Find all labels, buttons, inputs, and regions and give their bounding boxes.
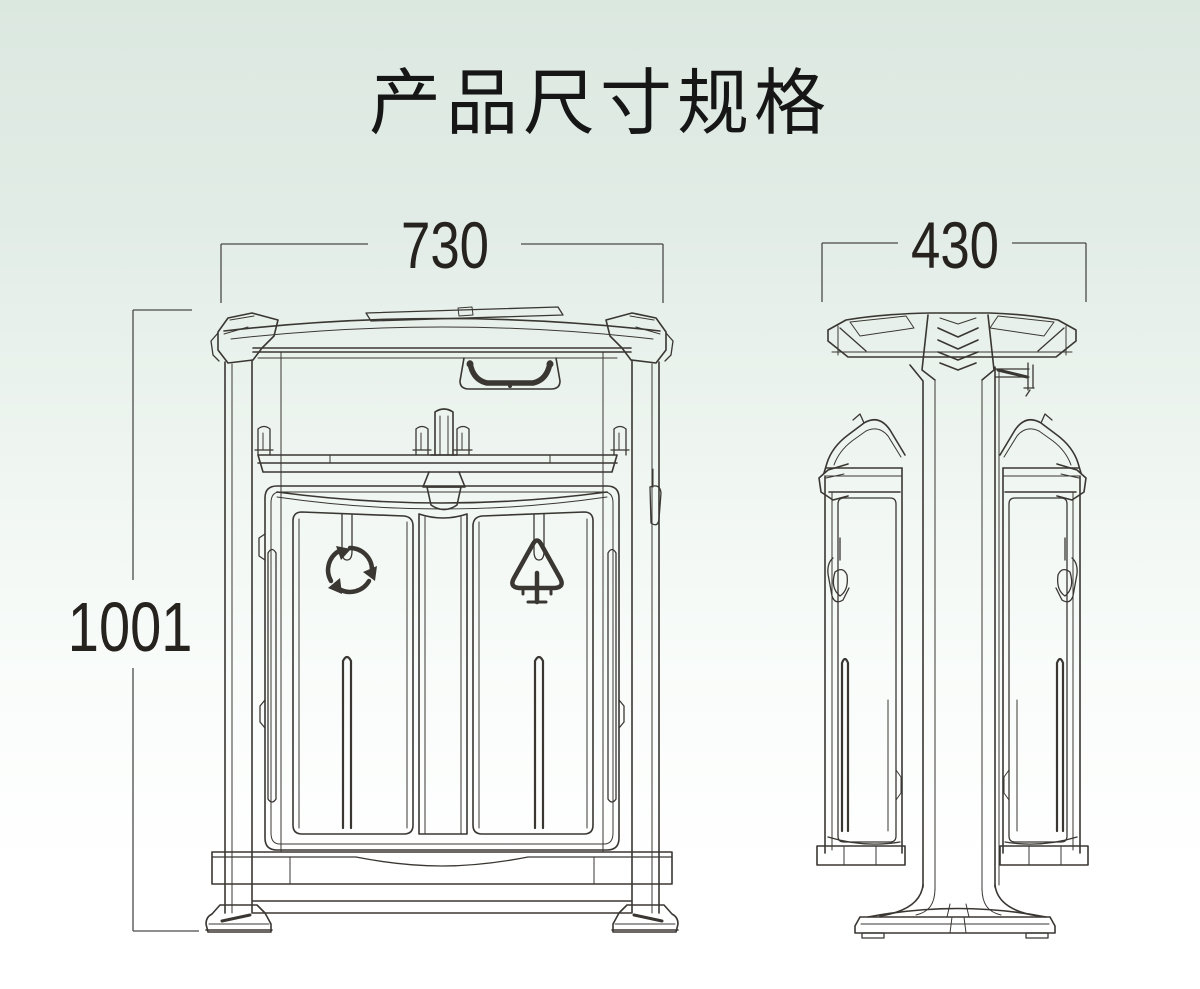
lid-handle	[459, 357, 561, 390]
dimension-430-line	[821, 242, 1087, 302]
door-right	[472, 511, 594, 835]
lid	[210, 306, 674, 364]
front-width-dimension-label: 730	[400, 208, 490, 282]
center-strip	[267, 513, 617, 835]
bin-side-profile	[816, 413, 906, 866]
side-view-drawing	[816, 312, 1090, 939]
hinge-rail	[254, 425, 630, 473]
front-height-dimension-label: 1001	[67, 588, 193, 666]
canopy	[827, 312, 1077, 381]
pedestal-base	[854, 884, 1056, 939]
door-frame	[258, 468, 662, 851]
page-title: 产品尺寸规格	[368, 61, 831, 145]
center-latch	[422, 408, 466, 511]
center-post	[909, 364, 1000, 891]
dimension-730-line	[220, 243, 664, 303]
front-view-drawing	[205, 306, 679, 933]
door-left	[292, 511, 414, 835]
foot-right	[611, 904, 679, 933]
side-width-dimension-label: 430	[910, 208, 1000, 282]
foot-left	[205, 904, 273, 933]
base-assembly	[205, 851, 679, 933]
other-waste-icon	[510, 538, 564, 605]
dimension-1001-line	[132, 309, 199, 932]
recycling-icon	[325, 545, 377, 595]
side-posts	[224, 351, 660, 914]
handle-bracket-side	[994, 362, 1035, 397]
dimension-lines	[132, 242, 1087, 932]
